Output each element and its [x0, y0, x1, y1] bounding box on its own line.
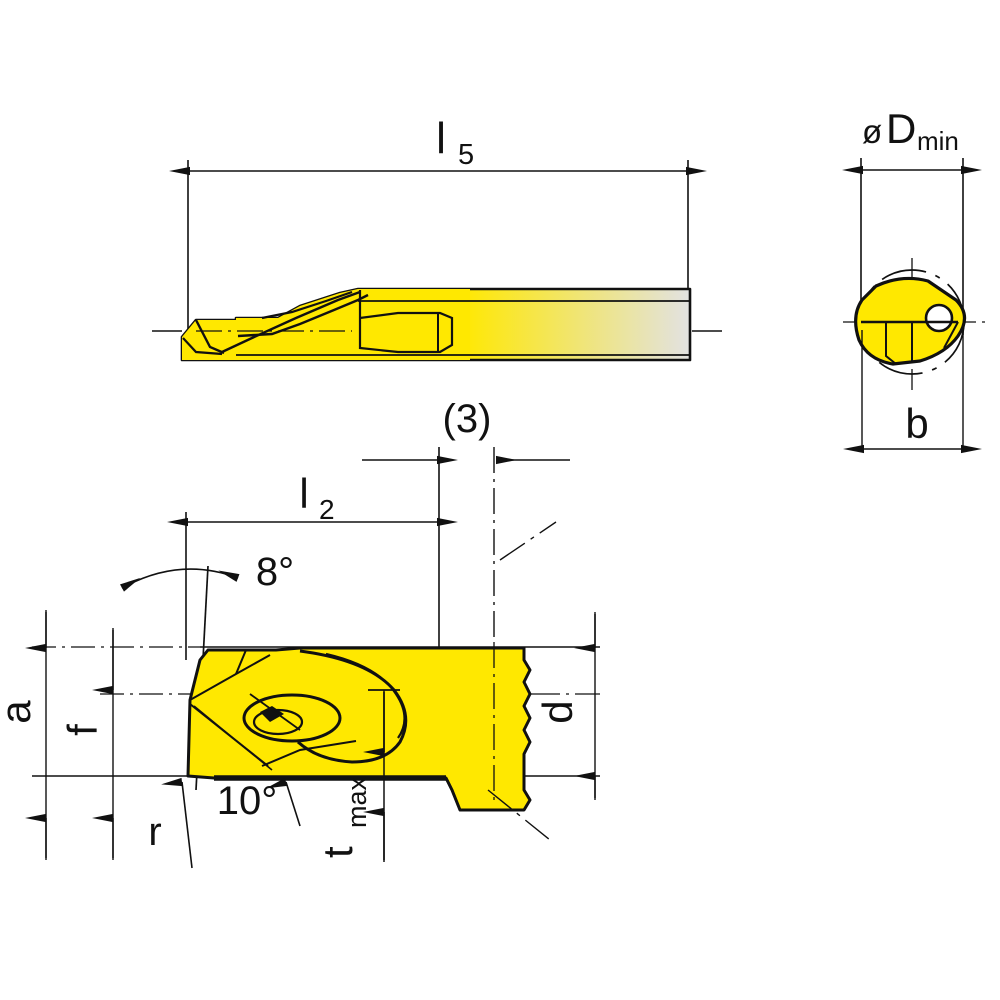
side-view-carbide-head: [182, 289, 470, 360]
label-t-max-sub: max: [342, 776, 372, 828]
nose-flank-line: [182, 337, 223, 356]
facet-line-b: [235, 649, 247, 675]
angle-10-leader: [265, 778, 301, 827]
label-d-min-sub: min: [917, 126, 959, 156]
label-l2-sub: 2: [319, 494, 335, 525]
label-l2: l 2: [299, 470, 334, 525]
chipbreaker-inner-line: [325, 652, 406, 739]
label-r: r: [148, 810, 161, 854]
label-d-min-prefix: ø: [862, 113, 882, 150]
label-angle-10: 10°: [217, 779, 278, 823]
coolant-hole: [924, 303, 954, 333]
detail-step-edge: [444, 777, 524, 812]
label-t-max-base: t: [314, 846, 361, 858]
label-d-min: ø D min: [862, 105, 959, 156]
label-l5: l 5: [436, 114, 474, 171]
screw-hole-outer: [242, 693, 342, 743]
end-view-seat-edge-c: [943, 321, 959, 349]
side-view: l 5: [152, 114, 722, 362]
label-l5-sub: 5: [458, 139, 474, 171]
label-t-max: t max: [314, 776, 372, 858]
flute-top-ridge: [261, 290, 353, 320]
label-b: b: [905, 400, 928, 447]
label-l2-base: l: [299, 470, 308, 517]
screw-hole-shadow: [260, 706, 284, 722]
carbide-fill: [182, 289, 470, 360]
flute-edge-lower: [221, 290, 361, 354]
break-line-upper: [499, 521, 557, 561]
break-line-lower: [487, 789, 551, 841]
label-three: (3): [443, 397, 492, 441]
end-view-seat-edge-a: [885, 322, 897, 365]
end-view: ø D min: [842, 105, 985, 454]
angle-8-arc: [120, 568, 240, 592]
facet-line-e: [261, 740, 357, 767]
label-angle-8: 8°: [256, 550, 294, 594]
label-a: a: [0, 700, 39, 724]
label-d-min-base: D: [886, 105, 916, 152]
insert-pocket-outline: [358, 290, 454, 354]
screw-axis-line: [249, 693, 301, 731]
label-d: d: [534, 700, 581, 723]
nose-relief-line: [194, 319, 225, 355]
label-f: f: [59, 724, 106, 736]
label-l5-base: l: [436, 114, 446, 163]
detail-view: (3) l 2 8° a: [0, 397, 600, 869]
r-leader-line: [161, 777, 193, 869]
facet-line-d: [193, 705, 273, 771]
